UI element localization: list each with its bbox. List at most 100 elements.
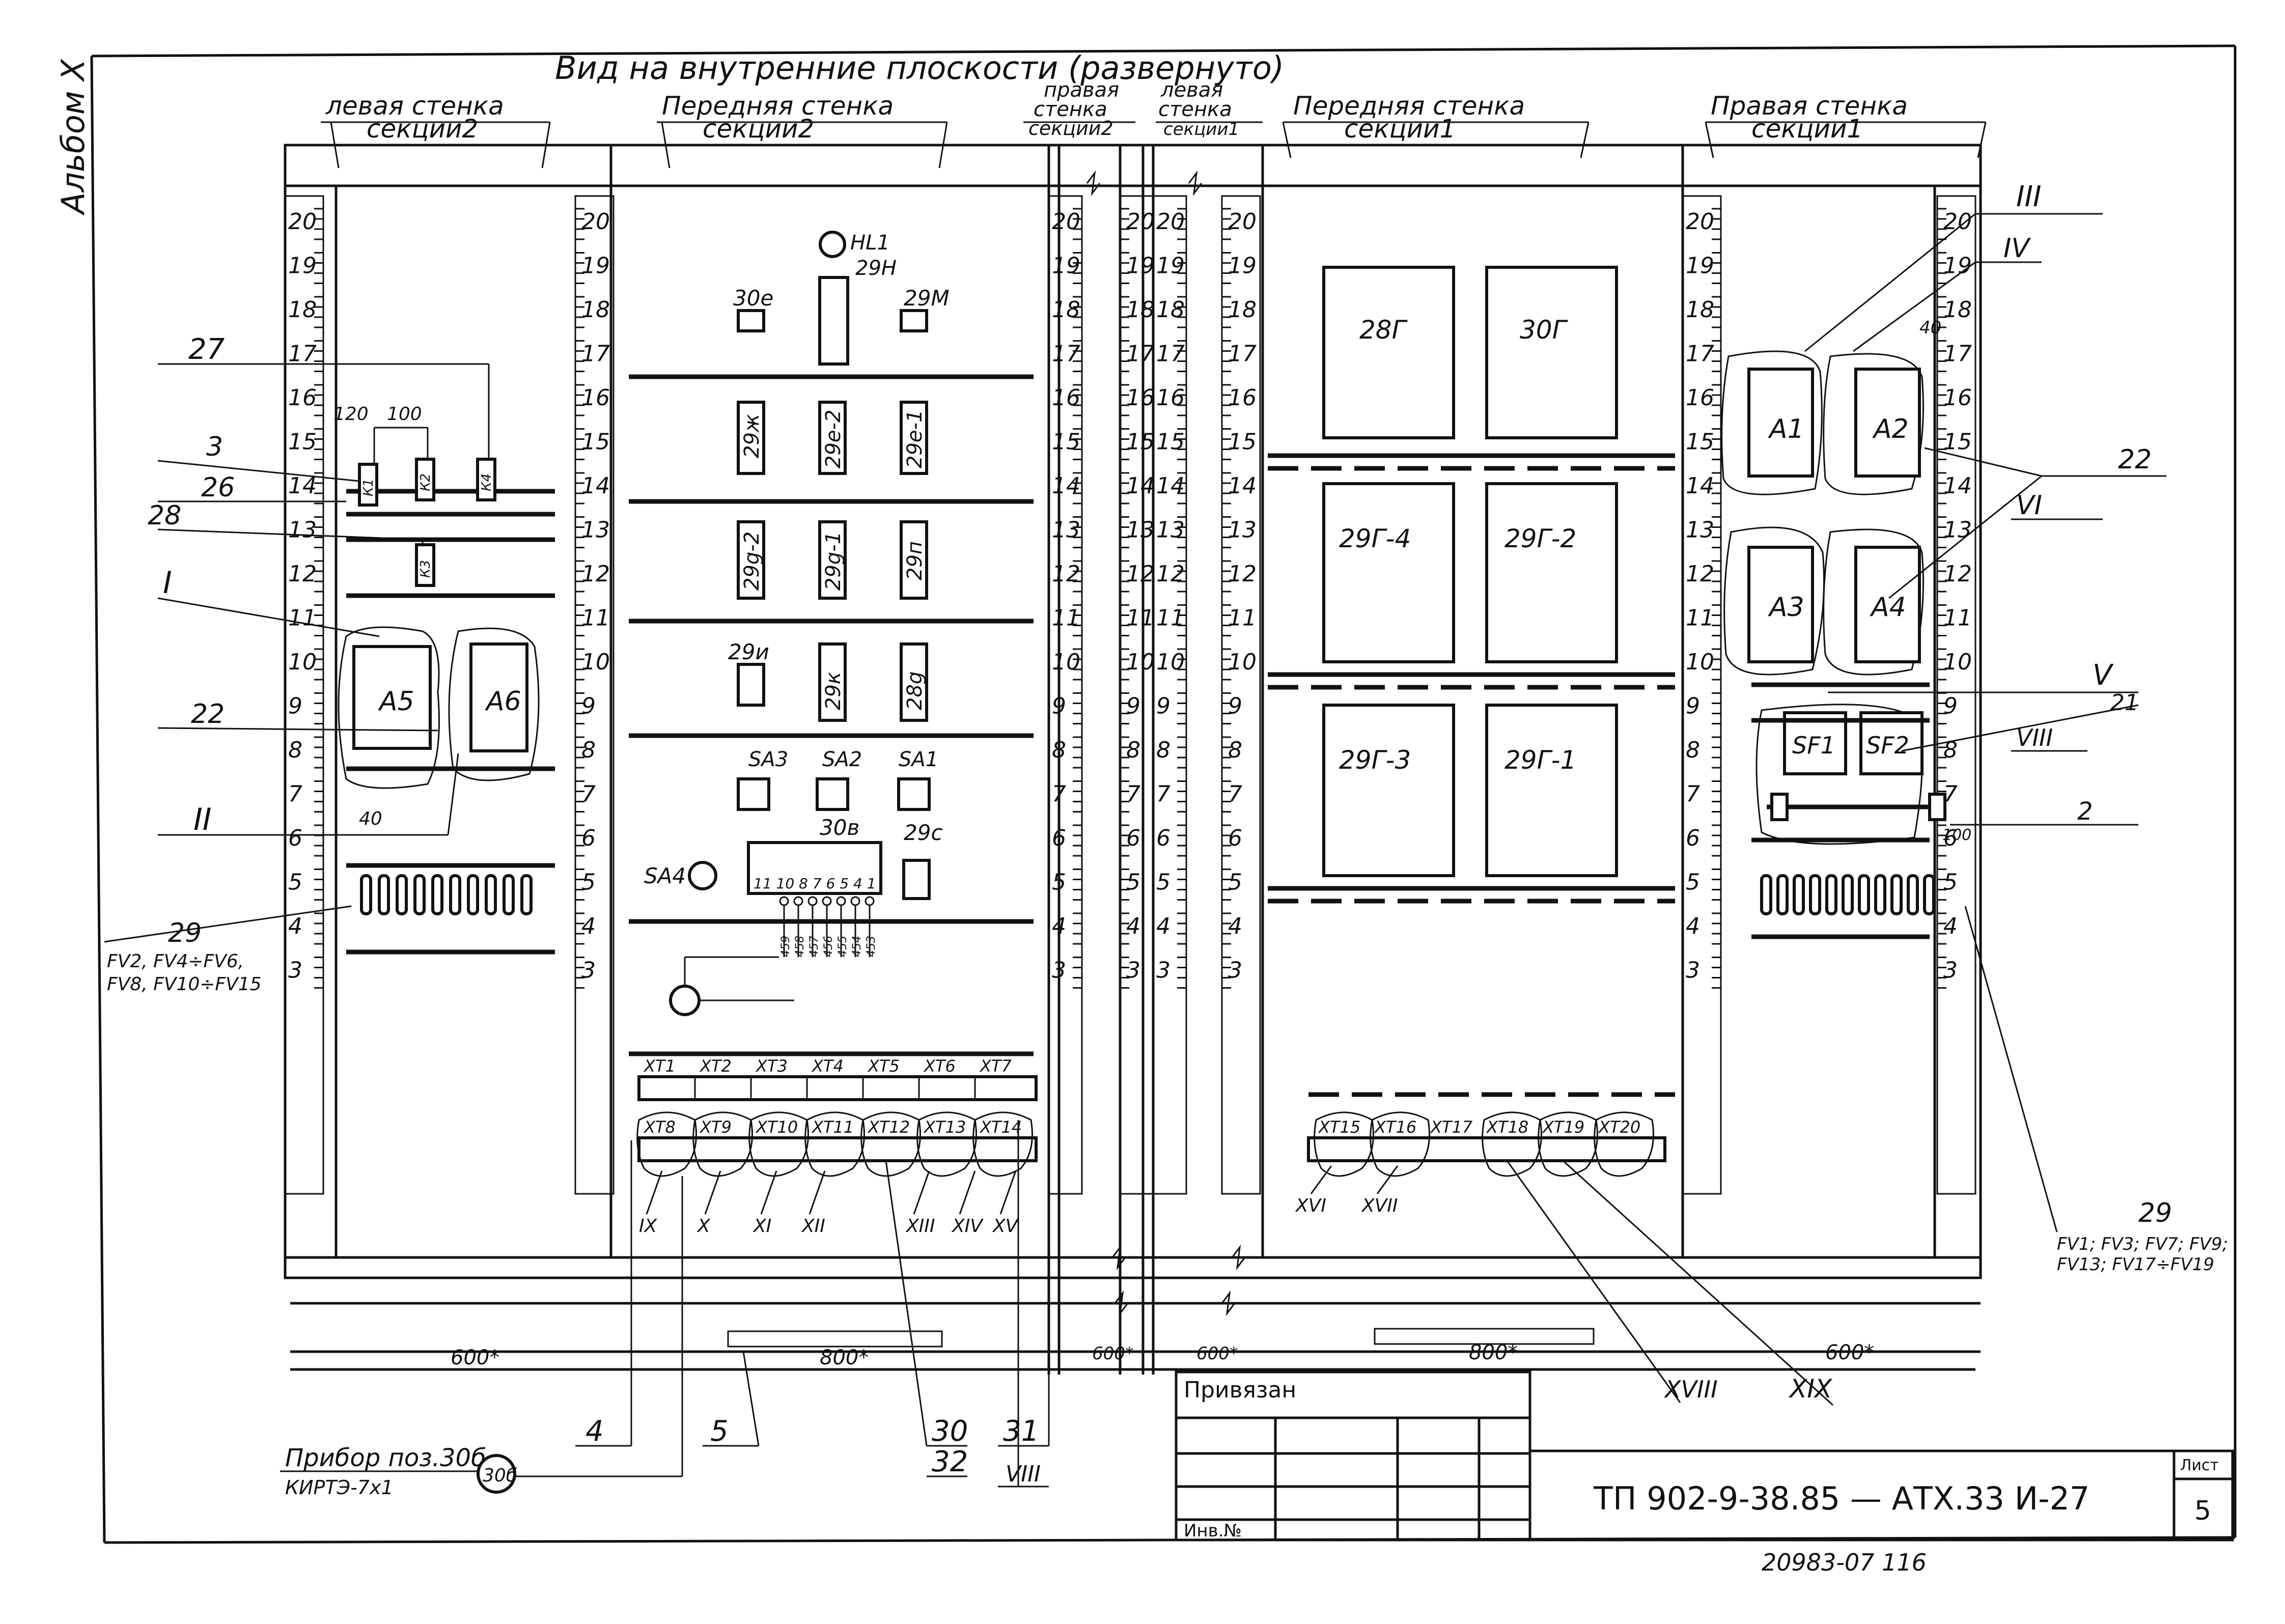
module-28g: 28Г (1359, 315, 1408, 345)
rail-number: 9 (1686, 693, 1700, 719)
callout-22-left: 22 (191, 699, 225, 730)
item-29zh: 29ж (740, 414, 764, 458)
callout-21: 21 (2110, 690, 2139, 716)
rail-number: 12 (288, 561, 317, 587)
dim-600-4: 600* (1825, 1341, 1874, 1364)
rail-number: 7 (1228, 781, 1242, 807)
rail-number: 13 (1126, 517, 1155, 543)
terminal-block-label: XT11 (811, 1117, 854, 1137)
item-29u: 29и (728, 639, 769, 664)
instrument-label: Прибор поз.30б (285, 1444, 486, 1472)
rail-number: 5 (288, 870, 302, 895)
rail-number: 19 (1686, 253, 1714, 279)
rail-number: 18 (1943, 297, 1972, 323)
item-29e-2: 29е-2 (822, 410, 845, 468)
dim-600-2: 600* (1092, 1343, 1134, 1364)
wall-label-left2-sub: секции2 (367, 114, 478, 144)
fuse-list-left-1: FV2, FV4÷FV6, (107, 951, 244, 972)
rail-number: 11 (1126, 605, 1155, 631)
title-block: Привязан Инв.№ ТП 902-9-38.85 — АТХ.33 И… (1175, 1370, 2234, 1542)
rail-number: 19 (1052, 253, 1080, 279)
terminal-block-label: XT2 (699, 1056, 732, 1076)
terminal-block-label: XT19 (1542, 1117, 1584, 1137)
rail-number: 11 (1052, 605, 1080, 631)
item-29m: 29М (904, 286, 950, 311)
fuse-holder (1825, 874, 1837, 915)
dim-100-right: 100 (1942, 826, 1971, 844)
terminal-block-label: XT6 (923, 1056, 956, 1076)
rail-number: 16 (1943, 385, 1972, 411)
rail-number: 6 (288, 825, 302, 851)
rail-number: 10 (1156, 649, 1185, 675)
stamp-inv: Инв.№ (1184, 1521, 1242, 1541)
rail-number: 19 (581, 253, 610, 279)
rail-number: 9 (1052, 693, 1066, 719)
rail-number: 13 (1686, 517, 1714, 543)
terminal-block-label: XT17 (1430, 1117, 1473, 1137)
rail-number: 7 (288, 781, 302, 807)
fuse-holder (1842, 874, 1854, 915)
roman-6: VI (2016, 490, 2042, 521)
dim-120: 120 (333, 404, 369, 425)
callout-32: 32 (932, 1445, 968, 1478)
item-29p: 29п (903, 541, 927, 580)
rail-number: 4 (1686, 913, 1700, 939)
terminal-block-label: XT3 (755, 1056, 788, 1076)
roman-callout: IX (639, 1216, 658, 1237)
wall-label-front1: Передняя стенка (1293, 91, 1525, 121)
rail-number: 17 (1156, 341, 1185, 367)
rail-number: 8 (1156, 737, 1171, 763)
fuse-holder (503, 874, 515, 915)
rail-number: 14 (1686, 473, 1714, 499)
module-a5: А5 (378, 686, 414, 717)
rail-number: 11 (1228, 605, 1257, 631)
callout-roman-8-bottom: VIII (1006, 1461, 1041, 1487)
rail-number: 5 (1943, 870, 1958, 895)
rail-number: 20 (1943, 209, 1972, 235)
rail-number: 4 (1228, 913, 1242, 939)
rail-number: 14 (581, 473, 610, 499)
fuse-holder (1776, 874, 1789, 915)
drawing-title: Вид на внутренние плоскости (развернуто) (555, 49, 1284, 87)
callout-roman-1: I (163, 565, 172, 601)
rail-number: 4 (1126, 913, 1140, 939)
rail-number: 7 (1052, 781, 1066, 807)
callout-31: 31 (1003, 1415, 1039, 1448)
rail-number: 14 (1943, 473, 1972, 499)
rail-number: 20 (1052, 209, 1080, 235)
rail-number: 12 (1228, 561, 1257, 587)
fuse-holder (1890, 874, 1903, 915)
module-a2: А2 (1872, 414, 1909, 444)
rail-number: 17 (1686, 341, 1714, 367)
rail-number: 10 (1052, 649, 1080, 675)
roman-callout: XII (801, 1216, 825, 1237)
item-29s: 29с (904, 820, 943, 845)
fuse-holder (431, 874, 443, 915)
rail-number: 12 (1686, 561, 1714, 587)
item-29n: 29Н (855, 257, 897, 280)
wall-label-front2-sub: секции2 (703, 114, 814, 144)
stamp-code: ТП 902-9-38.85 — АТХ.33 И-27 (1593, 1480, 2089, 1517)
relay-k4: К4 (479, 473, 494, 491)
rail-number: 18 (1228, 297, 1257, 323)
rail-number: 5 (1052, 870, 1066, 895)
fuse-holder (1858, 874, 1870, 915)
terminal-block-label: XT8 (643, 1117, 676, 1137)
dim-800-1: 800* (820, 1346, 869, 1369)
fuse-holder (1874, 874, 1886, 915)
rail-number: 17 (581, 341, 610, 367)
wall-label-front1-sub: секции1 (1344, 114, 1456, 144)
terminal-block-label: XT7 (979, 1056, 1012, 1076)
wall-label-front2: Передняя стенка (662, 91, 894, 121)
callout-roman-18: XVIII (1664, 1376, 1718, 1403)
terminal-block-label: XT20 (1598, 1117, 1640, 1137)
dim-600-1: 600* (451, 1346, 499, 1369)
fuse-holder (485, 874, 497, 915)
rail-number: 11 (581, 605, 610, 631)
fuse-holder (467, 874, 479, 915)
rail-number: 3 (1052, 958, 1066, 984)
rail-number: 5 (1686, 870, 1700, 895)
rail-number: 11 (1156, 605, 1185, 631)
roman-callout: XI (753, 1216, 771, 1237)
rail-number: 20 (1126, 209, 1155, 235)
